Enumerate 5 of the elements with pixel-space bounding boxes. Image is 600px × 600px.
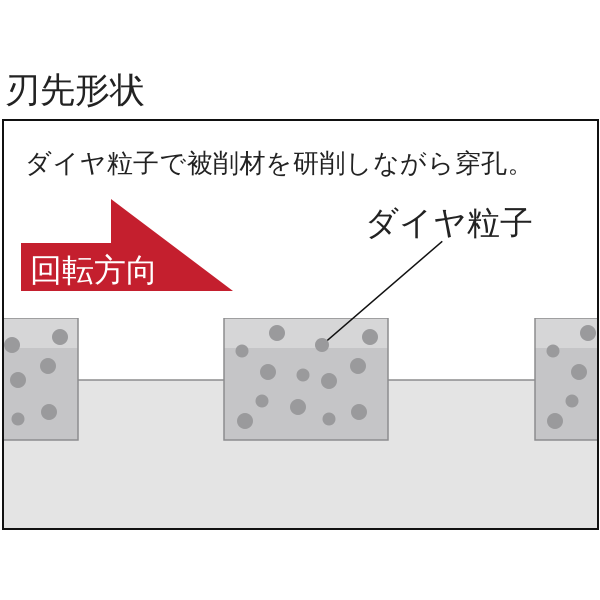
callout-label: ダイヤ粒子	[365, 205, 533, 242]
leader-line	[326, 240, 443, 341]
description-text: ダイヤ粒子で被削材を研削しながら穿孔。	[25, 149, 534, 180]
title: 刃先形状	[5, 72, 145, 110]
arrow-label: 回転方向	[30, 253, 158, 288]
